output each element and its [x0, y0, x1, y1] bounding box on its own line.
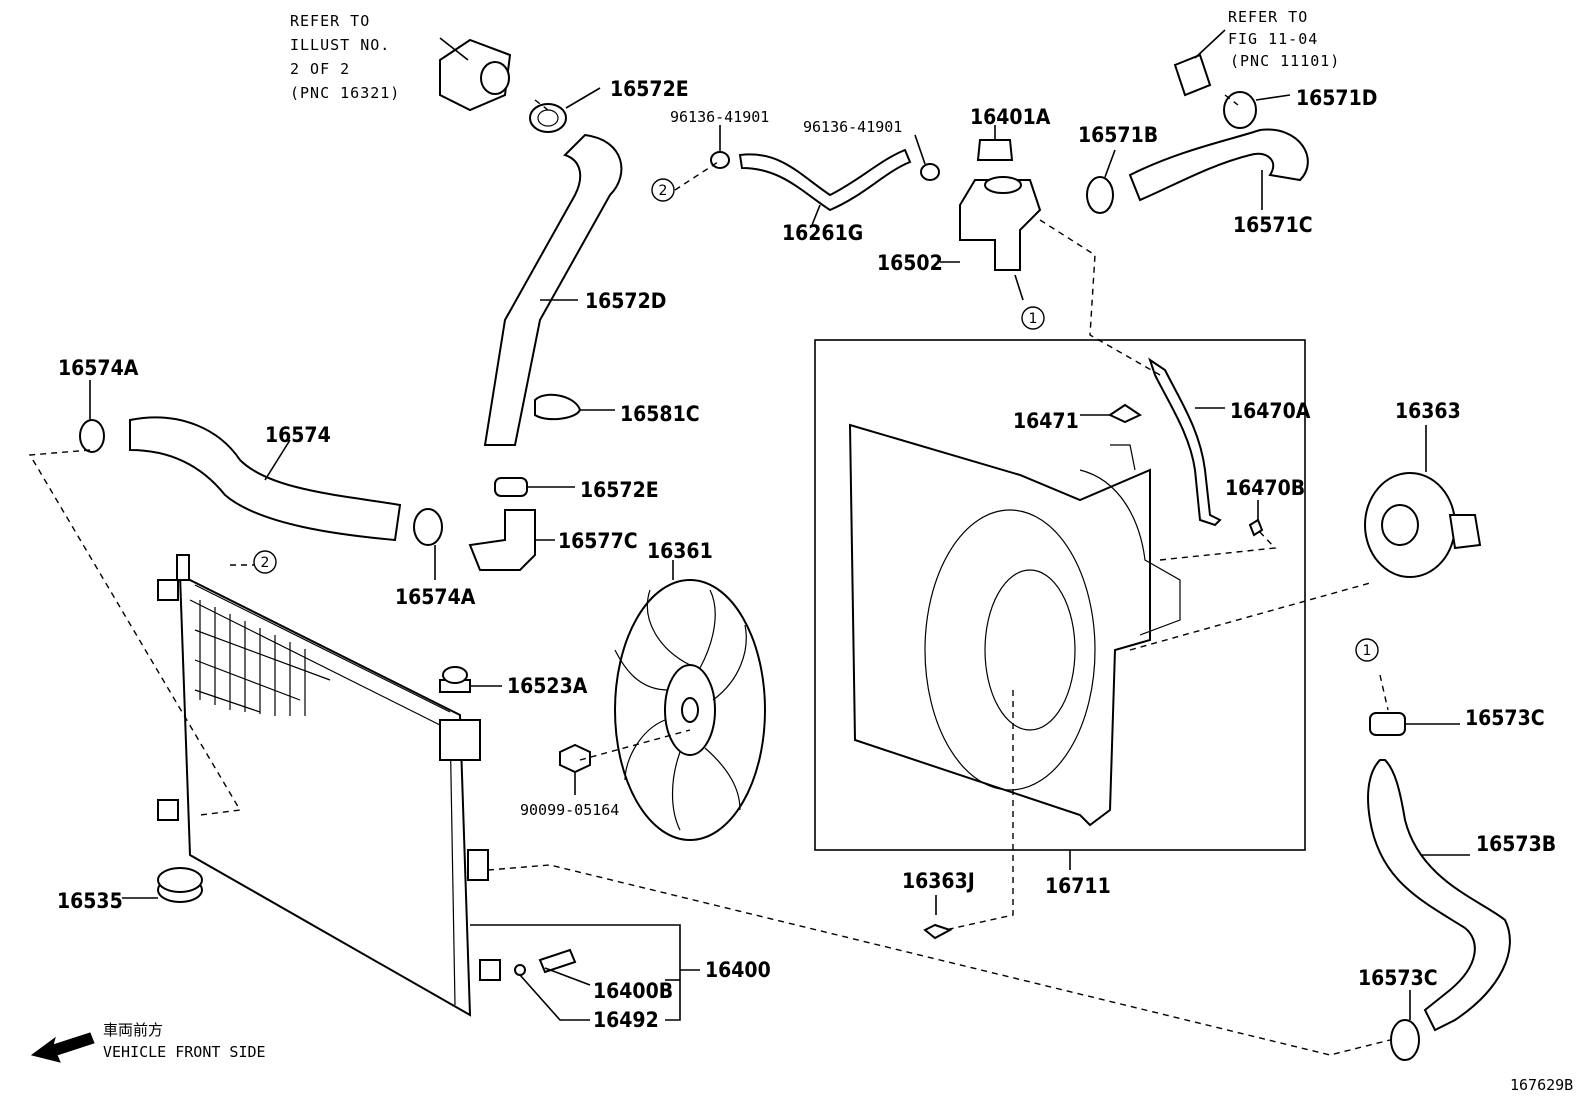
fan-16361 — [614, 560, 766, 841]
label-16400B: 16400B — [593, 979, 673, 1003]
label-16400: 16400 — [705, 958, 771, 982]
label-16361: 16361 — [647, 539, 713, 563]
radiator-core-fins — [194, 600, 331, 716]
label-16492: 16492 — [593, 1008, 659, 1032]
label-16577C: 16577C — [558, 529, 638, 553]
reference-pipe-right — [1173, 29, 1226, 97]
svg-text:(PNC 16321): (PNC 16321) — [290, 84, 400, 102]
svg-text:FIG 11-04: FIG 11-04 — [1228, 30, 1318, 48]
svg-text:REFER TO: REFER TO — [1228, 8, 1308, 26]
screw-16363J — [923, 895, 953, 940]
hose-16470A — [1148, 357, 1225, 527]
hose-16573B — [1367, 759, 1511, 1032]
circled-callout-1-right: 1 — [1355, 638, 1379, 662]
callout-bracket-16400 — [470, 924, 700, 1021]
svg-text:1: 1 — [1363, 643, 1372, 659]
label-16711: 16711 — [1045, 874, 1111, 898]
circled-callout-2-top: 2 — [651, 178, 675, 202]
part-labels: 16572E 96136-41901 96136-41901 16401A 16… — [57, 77, 1556, 1032]
clip-16471 — [1080, 403, 1143, 424]
label-16574: 16574 — [265, 423, 331, 447]
hose-16571C — [1128, 128, 1309, 210]
vehicle-front-direction: 車両前方 VEHICLE FRONT SIDE — [30, 1021, 266, 1063]
refer-note-right: REFER TO FIG 11-04 (PNC 11101) — [1228, 8, 1340, 70]
clamp-16573C-bottom — [1390, 990, 1420, 1061]
label-16571B: 16571B — [1078, 123, 1158, 147]
label-16571C: 16571C — [1233, 213, 1313, 237]
clamp-16581C — [534, 393, 615, 421]
label-96136-b: 96136-41901 — [803, 118, 902, 136]
svg-text:1: 1 — [1029, 311, 1038, 327]
o-ring-16492 — [514, 964, 590, 1021]
label-90099: 90099-05164 — [520, 801, 619, 819]
label-16261G: 16261G — [782, 221, 863, 245]
clamp-16574A-top — [79, 380, 105, 453]
water-outlet-reference-part — [439, 37, 512, 112]
radiator-hose-16572D — [483, 133, 623, 446]
label-16535: 16535 — [57, 889, 123, 913]
shroud-assembly-box-16711 — [814, 339, 1306, 870]
cushion-16535 — [122, 867, 203, 903]
drain-cock-16523A — [439, 666, 502, 693]
radiator-cap-16401A — [976, 125, 1014, 161]
label-16571D: 16571D — [1296, 86, 1377, 110]
clamp-16571B — [1086, 149, 1116, 214]
label-16470B: 16470B — [1225, 476, 1305, 500]
svg-text:(PNC 11101): (PNC 11101) — [1230, 52, 1340, 70]
svg-text:REFER TO: REFER TO — [290, 12, 370, 30]
clamp-16574A-bottom — [413, 508, 443, 580]
circled-callout-1-top: 1 — [1021, 306, 1045, 330]
clamp-16573C-top — [1369, 712, 1460, 736]
radiator-16400 — [157, 554, 501, 1017]
clamp-16571D — [1223, 91, 1291, 129]
clamp-96136-b — [914, 134, 940, 181]
svg-text:2 OF 2: 2 OF 2 — [290, 60, 350, 78]
direction-label-en: VEHICLE FRONT SIDE — [103, 1043, 266, 1061]
fan-shroud — [848, 423, 1181, 827]
label-16573C-top: 16573C — [1465, 706, 1545, 730]
label-16572E-top: 16572E — [610, 77, 689, 101]
fan-motor-16363 — [1364, 425, 1482, 578]
direction-label-jp: 車両前方 — [103, 1021, 163, 1039]
refer-note-left: REFER TO ILLUST NO. 2 OF 2 (PNC 16321) — [290, 12, 400, 102]
label-16572E-mid: 16572E — [580, 478, 659, 502]
clamp-96136-a — [710, 125, 730, 169]
label-16523A: 16523A — [507, 674, 588, 698]
svg-text:2: 2 — [659, 183, 668, 199]
dashed-connection-lines — [28, 94, 1391, 1056]
label-16363J: 16363J — [902, 869, 975, 893]
label-16574A-bot: 16574A — [395, 585, 476, 609]
label-16502: 16502 — [877, 251, 943, 275]
clip-16470B — [1248, 500, 1264, 537]
label-16573B: 16573B — [1476, 832, 1556, 856]
label-16363: 16363 — [1395, 399, 1461, 423]
svg-text:ILLUST NO.: ILLUST NO. — [290, 36, 390, 54]
label-96136-a: 96136-41901 — [670, 108, 769, 126]
nut-90099 — [559, 743, 591, 795]
drain-plug-16400B — [538, 948, 591, 986]
svg-text:2: 2 — [261, 555, 270, 571]
circled-callout-2-left: 2 — [253, 550, 277, 574]
filler-neck-16502 — [940, 176, 1042, 301]
label-16572D: 16572D — [585, 289, 666, 313]
hose-elbow-16577C — [468, 509, 555, 571]
label-16470A: 16470A — [1230, 399, 1311, 423]
direction-arrow-icon — [30, 1032, 95, 1063]
clamp-16572E-mid — [494, 477, 575, 497]
bypass-hose-16261G — [738, 148, 912, 226]
label-16401A: 16401A — [970, 105, 1051, 129]
label-16574A-top: 16574A — [58, 356, 139, 380]
label-16573C-bot: 16573C — [1358, 966, 1438, 990]
radiator-hose-16574 — [129, 416, 402, 542]
label-16471: 16471 — [1013, 409, 1079, 433]
diagram-code: 167629B — [1510, 1076, 1573, 1094]
clamp-16572E-top — [529, 87, 601, 133]
label-16581C: 16581C — [620, 402, 700, 426]
